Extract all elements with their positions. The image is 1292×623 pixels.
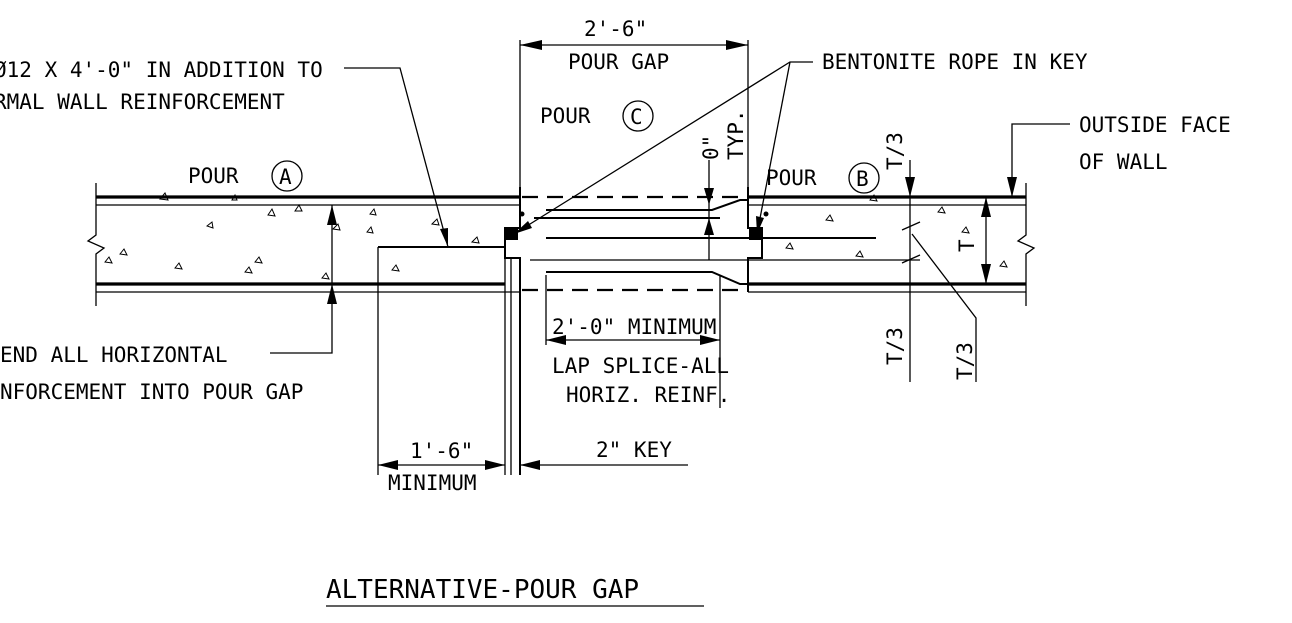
typ-dimension: 0" TYP. — [699, 109, 748, 260]
thickness-dimensions: T/3 T/3 T T/3 — [883, 132, 991, 382]
svg-text:T/3: T/3 — [883, 132, 907, 170]
addition-note: Ø12 X 4'-0" IN ADDITION TO RMAL WALL REI… — [0, 58, 449, 248]
svg-text:LAP SPLICE-ALL: LAP SPLICE-ALL — [552, 354, 729, 378]
svg-text:C: C — [630, 105, 643, 129]
svg-text:POUR: POUR — [540, 104, 591, 128]
svg-text:1'-6": 1'-6" — [410, 439, 473, 463]
svg-text:POUR GAP: POUR GAP — [568, 50, 669, 74]
svg-text:T: T — [955, 239, 979, 252]
svg-text:OF WALL: OF WALL — [1079, 150, 1168, 174]
pour-b-label: POUR B — [766, 162, 880, 194]
svg-text:Ø12 X 4'-0" IN ADDITION TO: Ø12 X 4'-0" IN ADDITION TO — [0, 58, 323, 82]
svg-text:B: B — [856, 167, 869, 191]
break-line-right — [1016, 183, 1036, 306]
extend-note: END ALL HORIZONTAL NFORCEMENT INTO POUR … — [0, 205, 337, 404]
pour-a-label: POUR A — [188, 160, 303, 192]
svg-text:POUR: POUR — [766, 166, 817, 190]
svg-text:ALTERNATIVE-POUR GAP: ALTERNATIVE-POUR GAP — [326, 575, 639, 605]
break-line-left — [86, 183, 106, 306]
svg-text:A: A — [279, 165, 292, 189]
svg-text:OUTSIDE FACE: OUTSIDE FACE — [1079, 113, 1231, 137]
svg-text:2'-6": 2'-6" — [584, 17, 647, 41]
svg-text:NFORCEMENT INTO POUR GAP: NFORCEMENT INTO POUR GAP — [0, 380, 303, 404]
bentonite-rope-left — [505, 228, 518, 240]
key-dimension: 2" KEY — [520, 438, 688, 470]
svg-text:END ALL HORIZONTAL: END ALL HORIZONTAL — [0, 343, 228, 367]
pour-c-label: POUR C — [540, 100, 654, 132]
svg-text:T/3: T/3 — [883, 327, 907, 365]
svg-text:POUR: POUR — [188, 164, 239, 188]
svg-text:2'-0" MINIMUM: 2'-0" MINIMUM — [552, 315, 716, 339]
min-1-6-dimension: 1'-6" MINIMUM — [377, 247, 505, 495]
outside-face-note: OUTSIDE FACE OF WALL — [1007, 113, 1231, 197]
reinforcement-bars — [378, 199, 920, 285]
svg-text:T/3: T/3 — [953, 342, 977, 380]
bentonite-leader: BENTONITE ROPE IN KEY — [513, 50, 1088, 235]
lap-splice-dimension: 2'-0" MINIMUM LAP SPLICE-ALL HORIZ. REIN… — [545, 275, 730, 408]
pour-gap-dimension: 2'-6" POUR GAP — [520, 17, 748, 74]
svg-text:HORIZ. REINF.: HORIZ. REINF. — [566, 383, 730, 407]
svg-text:TYP.: TYP. — [724, 109, 748, 160]
svg-text:MINIMUM: MINIMUM — [388, 471, 477, 495]
wall-outline — [86, 183, 1036, 306]
svg-text:0": 0" — [699, 135, 723, 160]
aggregate-marks — [104, 192, 1008, 280]
svg-text:BENTONITE ROPE IN KEY: BENTONITE ROPE IN KEY — [822, 50, 1088, 74]
construction-joints — [504, 40, 763, 475]
svg-text:RMAL WALL REINFORCEMENT: RMAL WALL REINFORCEMENT — [0, 90, 285, 114]
svg-text:2" KEY: 2" KEY — [596, 438, 672, 462]
detail-title: ALTERNATIVE-POUR GAP — [326, 575, 704, 607]
